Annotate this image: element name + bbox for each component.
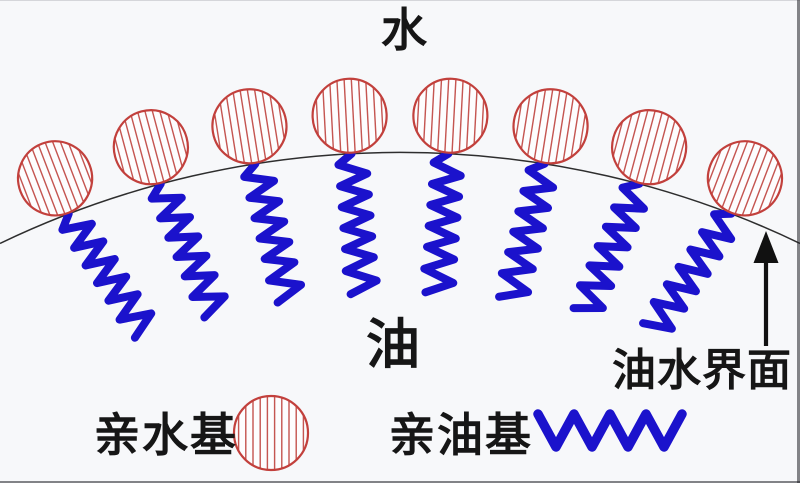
surfactant-tail <box>56 206 157 340</box>
surfactant-tail <box>571 178 653 319</box>
surfactant-tail <box>147 178 229 319</box>
legend-lipophilic-label: 亲油基 <box>389 408 533 462</box>
surfactant-tail <box>496 160 559 303</box>
oil-label: 油 <box>366 313 420 376</box>
legend-lipophilic-zigzag-icon <box>533 409 687 452</box>
surfactant-head <box>507 82 594 170</box>
surfactant-tail <box>241 160 304 303</box>
water-label: 水 <box>381 3 427 57</box>
interface-arrow <box>753 231 779 346</box>
surfactant-tail <box>337 153 378 295</box>
surfactant-head <box>206 82 293 170</box>
surfactant-head <box>410 75 491 156</box>
frame-edge-top <box>0 0 800 1</box>
surfactant-tail <box>641 205 744 338</box>
interface-label: 油水界面 <box>612 345 792 396</box>
surfactant-molecules-group <box>6 75 794 340</box>
surfactant-head <box>309 75 390 156</box>
legend-hydrophilic-head-icon <box>232 394 310 472</box>
oil-water-interface-line <box>0 151 800 245</box>
surfactant-head <box>6 129 104 228</box>
surfactant-tail <box>422 153 463 295</box>
frame-edge-right <box>797 0 800 483</box>
frame-edge-bottom <box>0 481 800 483</box>
legend-hydrophilic-label: 亲水基 <box>94 408 238 462</box>
